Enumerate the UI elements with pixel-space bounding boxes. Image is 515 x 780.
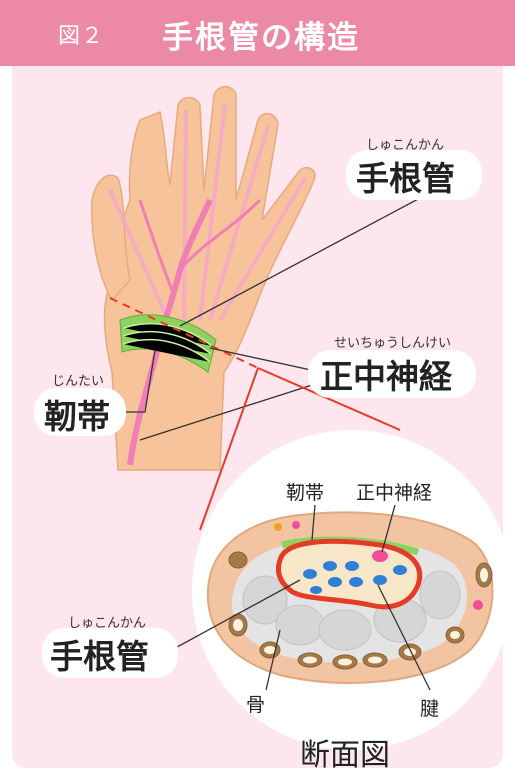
ligament-ruby: じんたい xyxy=(52,370,104,389)
bone-label: 骨 xyxy=(246,690,265,717)
tendon-label: 腱 xyxy=(420,694,439,721)
cs-ligament-label: 靭帯 xyxy=(286,478,324,505)
carpal-tunnel-ruby: しゅこんかん xyxy=(366,134,444,153)
median-nerve-ruby: せいちゅうしんけい xyxy=(334,332,451,351)
carpal-tunnel-label: 手根管 xyxy=(356,152,455,200)
median-nerve-label: 正中神経 xyxy=(320,350,452,398)
carpal-tunnel-bottom-label: 手根管 xyxy=(50,630,149,678)
ligament-label: 靭帯 xyxy=(44,390,110,438)
cross-section-label: 断面図 xyxy=(300,730,390,774)
cs-median-nerve-label: 正中神経 xyxy=(356,478,432,505)
carpal-tunnel-bottom-ruby: しゅこんかん xyxy=(68,612,146,631)
